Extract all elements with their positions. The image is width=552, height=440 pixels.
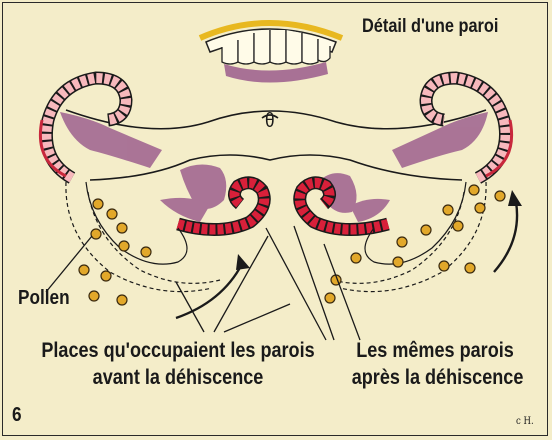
before-dehiscence-label-line2: avant la déhiscence (23, 366, 333, 390)
pollen-grains (79, 185, 505, 305)
former-wall-positions (66, 182, 486, 292)
theta-symbol: θ (265, 110, 275, 133)
after-dehiscence-label-line2: après la déhiscence (352, 366, 521, 390)
wall-detail-title: Détail d'une paroi (362, 16, 498, 38)
pollen-label: Pollen (18, 287, 70, 310)
right-arrow (494, 202, 517, 272)
purple-inner-layer (224, 62, 328, 83)
wall-detail (200, 23, 342, 83)
figure-number: 6 (12, 404, 22, 427)
artist-signature: c H. (516, 416, 534, 427)
before-dehiscence-label-line1: Places qu'occupaient les parois (23, 339, 333, 363)
opening-arrows (176, 202, 517, 318)
after-dehiscence-label-line1: Les mêmes parois (353, 339, 516, 363)
